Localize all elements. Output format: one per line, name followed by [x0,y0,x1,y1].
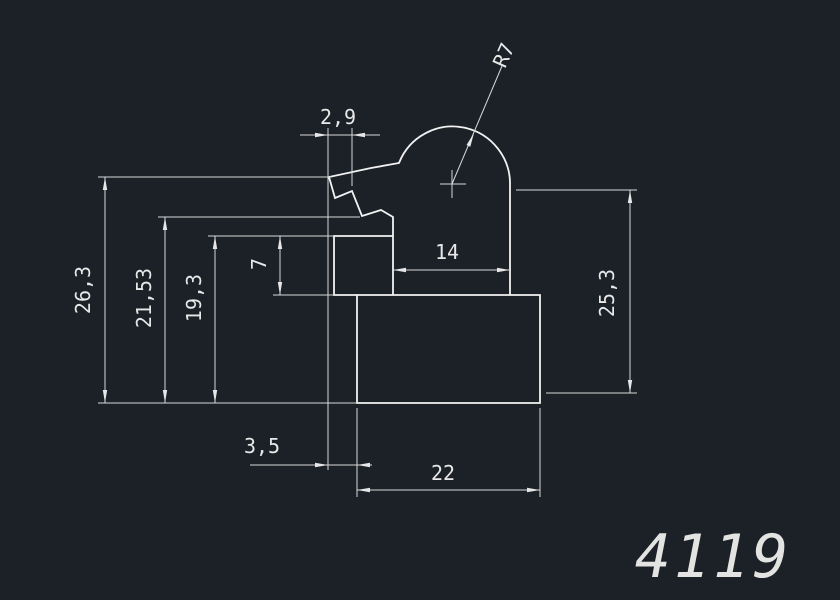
dimension-right-height: 25,3 [516,189,637,394]
profile-base-body [356,294,541,404]
arrowhead-right [527,487,540,493]
dim-label-block-height: 7 [247,258,271,270]
dimension-channel-width: 14 [393,240,510,273]
arrowhead-up [102,177,108,190]
profile-outline [327,125,541,404]
arrowhead-up [627,190,633,203]
arrowhead-up [162,217,168,230]
arrowhead-down [102,390,108,403]
dim-label-shoulder-height: 19,3 [182,274,206,322]
arrowhead-down [212,390,218,403]
arrowhead-radius [466,133,474,147]
dimension-radius: R7 [440,39,519,198]
arrowhead-left [357,462,370,468]
arrowhead-right [315,462,328,468]
dim-label-radius: R7 [488,39,520,71]
arrowhead-left [352,132,365,138]
dimension-top-notch-width: 2,9 [300,105,380,470]
arrowhead-down [627,380,633,393]
dim-label-channel-width: 14 [435,240,459,264]
arrowhead-down [162,390,168,403]
radius-leader-line [451,65,503,185]
arrowhead-up [212,236,218,249]
dim-label-top-notch-width: 2,9 [320,105,356,129]
arrowhead-right [315,132,328,138]
dimension-hook-height: 21,53 [132,216,360,403]
dimension-base-width: 22 [357,408,541,497]
dim-label-left-offset: 3,5 [244,434,280,458]
arrowhead-down [277,282,283,295]
dimension-left-offset: 3,5 [244,408,372,497]
dim-label-hook-height: 21,53 [132,268,156,328]
arrowhead-left [393,267,406,273]
profile-left-block [333,235,393,296]
dim-label-base-width: 22 [431,461,455,485]
arrowhead-up [277,236,283,249]
arrowhead-right [497,267,510,273]
dim-label-right-height: 25,3 [595,269,619,317]
profile-dome-and-hook [327,125,511,295]
dim-label-overall-height: 26,3 [71,266,95,314]
dimension-overall-height: 26,3 [71,176,357,404]
part-number: 4119 [635,522,792,592]
dimension-block-height: 7 [247,236,334,296]
arrowhead-left [357,487,370,493]
dimension-shoulder-height: 19,3 [182,235,334,403]
